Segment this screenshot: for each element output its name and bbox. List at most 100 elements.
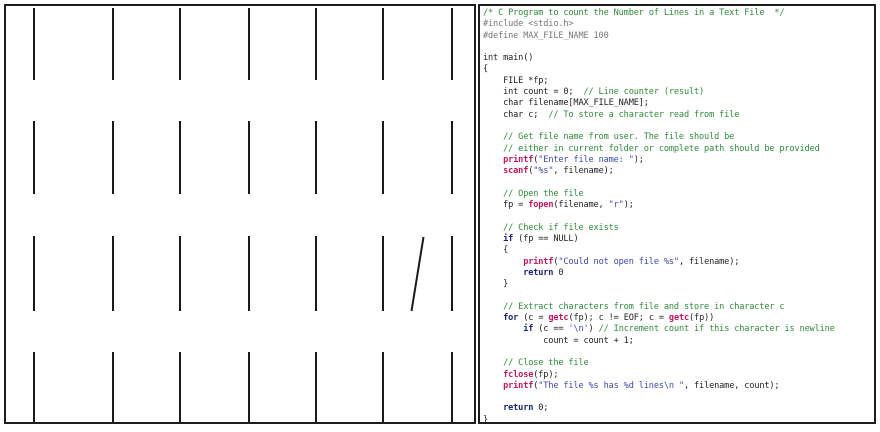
code-line: // Get file name from user. The file sho…: [483, 132, 835, 143]
code-token: int count = 0;: [483, 87, 584, 98]
code-line: [483, 42, 835, 53]
code-line: int count = 0; // Line counter (result): [483, 87, 835, 98]
code-token: {: [483, 245, 509, 256]
code-token: // Get file name from user. The file sho…: [483, 132, 735, 143]
code-token: // Extract characters from file and stor…: [483, 301, 785, 312]
code-token: // To store a character read from file: [548, 109, 740, 120]
code-token: scanf: [483, 166, 529, 177]
code-token: #define MAX_FILE_NAME 100: [483, 30, 609, 41]
code-token: printf: [483, 256, 554, 267]
code-line: // Check if file exists: [483, 223, 835, 234]
code-listing: /* C Program to count the Number of Line…: [483, 8, 835, 426]
code-token: "The file %s has %d lines\n ": [538, 380, 684, 391]
code-line: for (c = getc(fp); c != EOF; c = getc(fp…: [483, 313, 835, 324]
code-token: 0: [553, 267, 564, 278]
code-token: (fp);: [533, 369, 559, 380]
code-line: return 0: [483, 268, 835, 279]
code-token: (: [528, 166, 534, 177]
code-line: {: [483, 64, 835, 75]
code-token: );: [633, 154, 644, 165]
code-line: // either in current folder or complete …: [483, 144, 835, 155]
code-token: printf: [483, 154, 534, 165]
code-line: // Open the file: [483, 189, 835, 200]
code-token: "%s": [533, 166, 554, 177]
code-line: [483, 177, 835, 188]
code-line: /* C Program to count the Number of Line…: [483, 8, 835, 19]
code-token: // either in current folder or complete …: [483, 143, 820, 154]
stick-puzzle-panel: [4, 4, 476, 424]
code-token: '\n': [568, 324, 589, 335]
code-line: // Close the file: [483, 358, 835, 369]
code-token: char c;: [483, 109, 549, 120]
code-line: char filename[MAX_FILE_NAME];: [483, 98, 835, 109]
code-token: {: [483, 64, 489, 75]
code-line: int main(): [483, 53, 835, 64]
code-token: int main(): [483, 53, 534, 64]
code-token: ): [588, 324, 599, 335]
slanted-stick: [410, 236, 425, 312]
code-token: (fp); c != EOF; c =: [568, 313, 669, 324]
code-token: (fp == NULL): [513, 233, 579, 244]
code-token: , filename);: [553, 166, 614, 177]
code-token: // Line counter (result): [583, 87, 705, 98]
code-line: if (fp == NULL): [483, 234, 835, 245]
code-token: // Check if file exists: [483, 222, 619, 233]
code-token: return: [483, 267, 554, 278]
code-line: {: [483, 245, 835, 256]
code-token: #include <stdio.h>: [483, 19, 574, 30]
code-line: printf("The file %s has %d lines\n ", fi…: [483, 381, 835, 392]
code-token: fp =: [483, 200, 529, 211]
code-line: return 0;: [483, 403, 835, 414]
code-token: // Increment count if this character is …: [598, 324, 835, 335]
code-token: (filename,: [553, 200, 609, 211]
code-token: }: [483, 279, 509, 290]
code-line: [483, 211, 835, 222]
code-line: [483, 121, 835, 132]
code-token: getc: [668, 313, 690, 324]
code-token: , filename, count);: [683, 380, 780, 391]
code-line: printf("Could not open file %s", filenam…: [483, 257, 835, 268]
code-token: );: [623, 200, 634, 211]
code-token: , filename);: [678, 256, 740, 267]
code-line: fclose(fp);: [483, 370, 835, 381]
code-line: FILE *fp;: [483, 76, 835, 87]
stick-puzzle-figure: [33, 8, 453, 422]
code-token: // Close the file: [483, 358, 589, 369]
code-panel: /* C Program to count the Number of Line…: [478, 4, 876, 426]
code-token: // Open the file: [483, 188, 584, 199]
code-line: if (c == '\n') // Increment count if thi…: [483, 324, 835, 335]
code-token: }: [483, 414, 489, 425]
code-line: [483, 347, 835, 358]
code-line: }: [483, 415, 835, 426]
code-line: [483, 392, 835, 403]
code-token: char filename[MAX_FILE_NAME];: [483, 98, 649, 109]
code-line: char c; // To store a character read fro…: [483, 110, 835, 121]
code-token: printf: [483, 380, 534, 391]
code-line: // Extract characters from file and stor…: [483, 302, 835, 313]
code-token: for: [483, 313, 519, 324]
code-token: count = count + 1;: [483, 335, 634, 346]
code-token: FILE *fp;: [483, 75, 549, 86]
code-token: /* C Program to count the Number of Line…: [483, 8, 785, 18]
code-token: fclose: [483, 369, 534, 380]
code-token: if: [483, 233, 514, 244]
code-token: (: [553, 256, 559, 267]
code-token: fopen: [528, 200, 554, 211]
code-token: "Could not open file %s": [558, 256, 679, 267]
code-line: printf("Enter file name: ");: [483, 155, 835, 166]
code-line: #include <stdio.h>: [483, 19, 835, 30]
code-token: getc: [548, 313, 569, 324]
code-token: 0;: [533, 403, 549, 414]
code-token: (: [533, 380, 539, 391]
code-token: (c ==: [533, 324, 569, 335]
code-line: }: [483, 279, 835, 290]
code-line: count = count + 1;: [483, 336, 835, 347]
code-token: (: [533, 154, 539, 165]
code-token: "r": [608, 200, 624, 211]
code-line: #define MAX_FILE_NAME 100: [483, 31, 835, 42]
code-line: [483, 290, 835, 301]
code-token: "Enter file name: ": [538, 154, 634, 165]
code-token: (fp)): [689, 313, 715, 324]
code-token: (c =: [518, 313, 549, 324]
code-line: scanf("%s", filename);: [483, 166, 835, 177]
